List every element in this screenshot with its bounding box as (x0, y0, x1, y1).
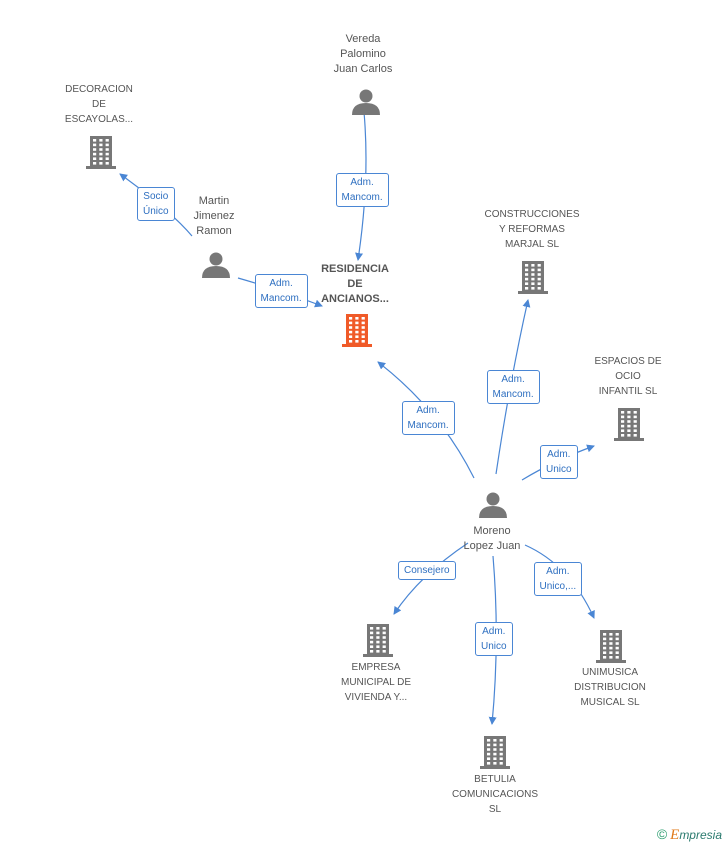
edge-label-line: Mancom. (260, 293, 302, 304)
node-label-line: DECORACION (65, 84, 133, 95)
node-label-construcciones[interactable]: CONSTRUCCIONES Y REFORMAS MARJAL SL (472, 207, 592, 252)
edge-label-martin-to-residencia[interactable]: Adm. Mancom. (254, 274, 308, 308)
building-icon-empresa[interactable] (363, 624, 393, 657)
node-label-line: Ramon (196, 225, 232, 237)
edge-label-line: Adm. (546, 566, 570, 577)
node-label-line: Martin (198, 195, 230, 207)
node-label-line: MUSICAL SL (580, 697, 640, 708)
node-label-betulia[interactable]: BETULIA COMUNICACIONS SL (435, 772, 555, 817)
edge-label-moreno-to-unimusica[interactable]: Adm. Unico,... (533, 562, 583, 596)
node-label-line: Jimenez (193, 210, 235, 222)
edge-label-line: Mancom. (341, 192, 383, 203)
node-label-line: EMPRESA (351, 662, 401, 673)
building-icon-unimusica[interactable] (596, 630, 626, 663)
node-label-line: Y REFORMAS (499, 224, 565, 235)
node-label-line: ESPACIOS DE (594, 356, 662, 367)
node-label-line: DE (347, 278, 363, 290)
edge-label-line: Unico,... (539, 581, 577, 592)
node-label-line: INFANTIL SL (598, 386, 658, 397)
empresia-watermark: ©Empresia (657, 826, 722, 844)
person-icon-vereda[interactable] (352, 89, 380, 116)
edge-label-line: Mancom. (407, 420, 449, 431)
node-label-unimusica[interactable]: UNIMUSICA DISTRIBUCION MUSICAL SL (555, 665, 665, 710)
node-label-line: ANCIANOS... (321, 293, 389, 305)
node-label-line: Vereda (345, 33, 381, 45)
building-icon-espacios[interactable] (614, 408, 644, 441)
edge-label-moreno-to-construcciones[interactable]: Adm. Mancom. (486, 370, 540, 404)
edge-label-line: Adm. (547, 449, 571, 460)
node-label-line: Juan Carlos (333, 63, 393, 75)
edge-label-line: Unico (481, 641, 507, 652)
node-label-line: Palomino (340, 48, 386, 60)
person-icon-martin[interactable] (202, 252, 230, 279)
node-label-line: BETULIA (474, 774, 516, 785)
person-icon-moreno[interactable] (479, 492, 507, 519)
building-icon-residencia[interactable] (342, 314, 372, 347)
node-label-line: DE (92, 99, 106, 110)
node-label-line: COMUNICACIONS (451, 789, 539, 800)
brand-initial: E (670, 827, 680, 843)
edge-label-line: Unico (546, 464, 572, 475)
node-label-espacios[interactable]: ESPACIOS DE OCIO INFANTIL SL (573, 354, 683, 399)
node-label-line: Lopez Juan (463, 540, 521, 552)
edge-label-moreno-to-empresa[interactable]: Consejero (398, 560, 456, 580)
building-icon-decoracion[interactable] (86, 136, 116, 169)
node-label-decoracion[interactable]: DECORACION DE ESCAYOLAS... (44, 82, 154, 127)
edge-label-line: Socio (143, 191, 169, 202)
node-label-line: OCIO (615, 371, 641, 382)
edge-label-line: Adm. (269, 278, 293, 289)
node-label-line: RESIDENCIA (321, 263, 389, 275)
node-label-line: ESCAYOLAS... (64, 114, 134, 125)
node-label-line: CONSTRUCCIONES (484, 209, 580, 220)
edge-label-line: Mancom. (492, 389, 534, 400)
edge-label-moreno-to-residencia[interactable]: Adm. Mancom. (401, 401, 455, 435)
node-label-line: DISTRIBUCION (574, 682, 646, 693)
edge-label-moreno-to-espacios[interactable]: Adm. Unico (540, 445, 578, 479)
edge-label-vereda-to-residencia[interactable]: Adm. Mancom. (335, 173, 389, 207)
edge-label-line: Adm. (350, 177, 374, 188)
edge-label-line: Adm. (416, 405, 440, 416)
building-icon-construcciones[interactable] (518, 261, 548, 294)
building-icon-betulia[interactable] (480, 736, 510, 769)
node-label-line: MARJAL SL (504, 239, 560, 250)
node-label-line: VIVIENDA Y... (344, 692, 408, 703)
node-label-empresa[interactable]: EMPRESA MUNICIPAL DE VIVIENDA Y... (321, 660, 431, 705)
edge-label-line: Adm. (501, 374, 525, 385)
node-label-line: SL (488, 804, 502, 815)
edge-label-line: Consejero (404, 564, 450, 576)
copyright-icon: © (656, 826, 668, 842)
brand-rest: mpresia (679, 828, 722, 842)
node-label-residencia[interactable]: RESIDENCIA DE ANCIANOS... (300, 262, 410, 307)
node-label-line: Moreno (473, 525, 511, 537)
edge-label-line: Adm. (482, 626, 506, 637)
node-label-line: MUNICIPAL DE (340, 677, 411, 688)
edge-label-moreno-to-betulia[interactable]: Adm. Unico (475, 622, 513, 656)
node-label-line: UNIMUSICA (581, 667, 639, 678)
edge-label-line: Único (143, 206, 169, 217)
